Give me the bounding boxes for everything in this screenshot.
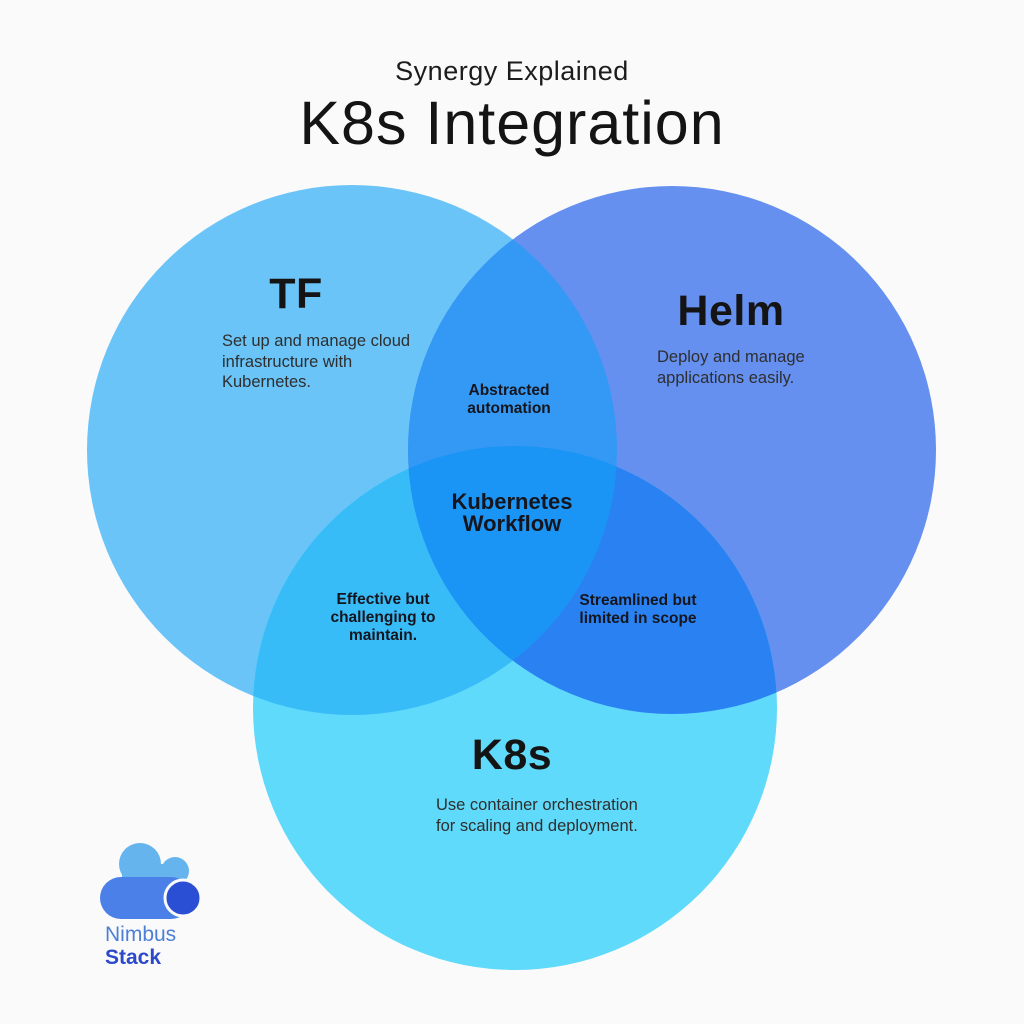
logo-text-line1: Nimbus [105, 923, 176, 946]
k8s-label: K8s [471, 731, 553, 779]
tf-helm-overlap-label: Abstracted automation [467, 382, 551, 417]
logo-text-line2: Stack [105, 946, 161, 969]
page-title: K8s Integration [299, 89, 725, 157]
helm-description: Deploy and manage applications easily. [657, 348, 805, 387]
tf-k8s-overlap-label: Effective but challenging to maintain. [330, 591, 436, 644]
center-overlap-label: Kubernetes Workflow [451, 489, 573, 536]
helm-k8s-overlap-label: Streamlined but limited in scope [579, 592, 697, 627]
center-overlap [408, 446, 617, 714]
subtitle: Synergy Explained [395, 56, 629, 86]
helm-label: Helm [677, 287, 785, 335]
cloud-icon [100, 843, 203, 919]
k8s-description: Use container orchestration for scaling … [436, 796, 638, 835]
nimbus-stack-logo: Nimbus Stack [100, 843, 203, 969]
tf-description: Set up and manage cloud infrastructure w… [222, 332, 411, 392]
tf-label: TF [269, 270, 323, 318]
